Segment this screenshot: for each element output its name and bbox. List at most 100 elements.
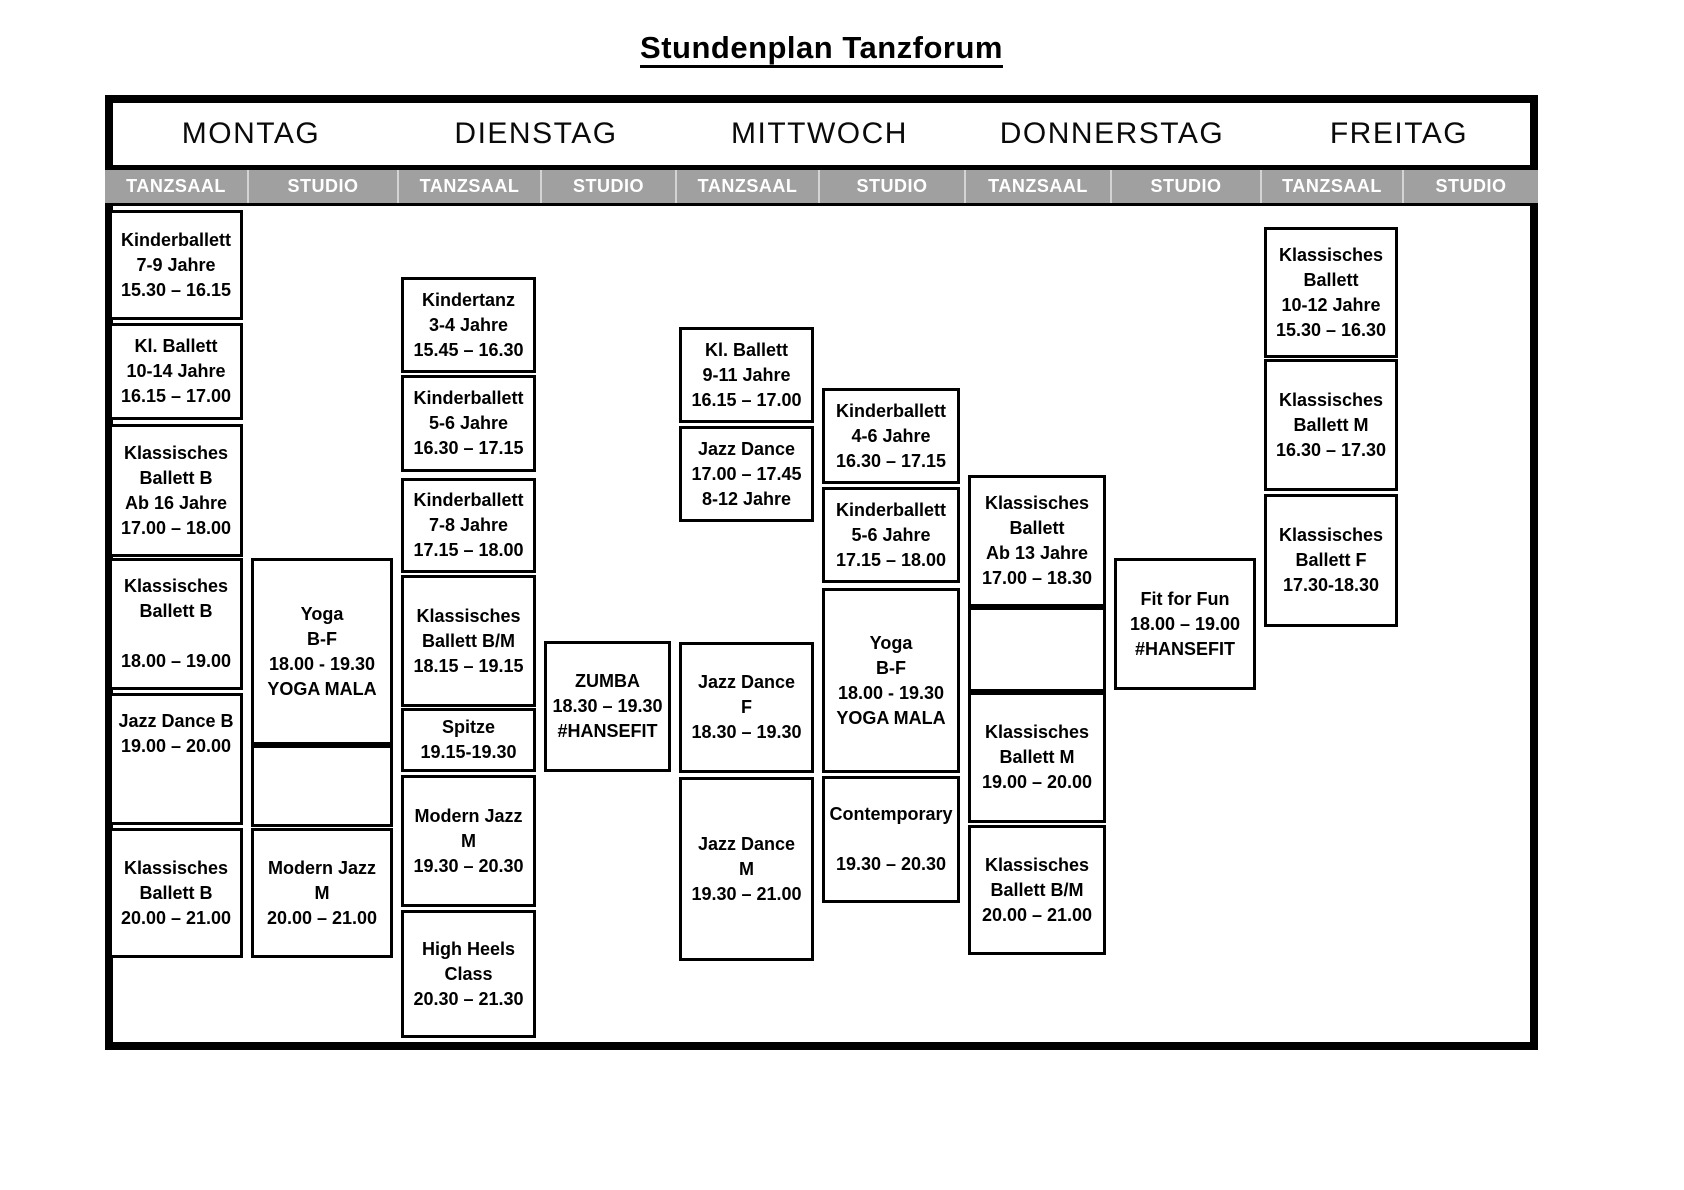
event-line: 16.30 – 17.15 [835, 450, 947, 471]
event-line: 17.30-18.30 [1282, 575, 1380, 595]
event-line: 17.00 – 18.30 [981, 568, 1093, 588]
event-line: 18.00 – 19.00 [1129, 613, 1241, 634]
event-line: 19.00 – 20.00 [981, 772, 1093, 792]
event-line: 3-4 Jahre [428, 314, 509, 335]
event-line: Modern Jazz [267, 857, 377, 878]
event-line: 7-9 Jahre [136, 254, 216, 275]
event-line: 5-6 Jahre [428, 413, 509, 433]
event-line: Klassisches [984, 493, 1090, 513]
day-header-cell-montag: MONTAG [181, 117, 321, 150]
event-line: M [461, 830, 476, 851]
room-bar-bottom-line [105, 203, 1538, 206]
event-line: ZUMBA [575, 671, 640, 691]
event-line: Ballett B [139, 467, 213, 488]
event-line: Ballett M [999, 747, 1075, 767]
event-line: Yoga [300, 603, 344, 624]
event-line: Kinderballett [835, 499, 946, 520]
event-line: Klassisches [123, 857, 229, 878]
room-header-cell-tanzsaal-0: TANZSAAL [105, 170, 247, 203]
event-line: 19.00 – 20.00 [120, 736, 232, 756]
event-line: 10-12 Jahre [1281, 294, 1381, 315]
event-line: Kindertanz [421, 289, 515, 310]
event-line: Kinderballett [835, 400, 946, 421]
room-header-cell-tanzsaal-8: TANZSAAL [1260, 170, 1402, 203]
event-line: 19.30 – 21.00 [691, 883, 802, 904]
empty-slot-box [251, 745, 393, 827]
room-header-cell-studio-9: STUDIO [1402, 170, 1538, 203]
event-line [173, 784, 178, 809]
event-line: Klassisches [984, 722, 1090, 742]
event-line: Ballett [1303, 269, 1359, 290]
event-line: Ab 16 Jahre [124, 492, 228, 513]
event-line: Contemporary [829, 804, 953, 824]
event-line: 16.15 – 17.00 [120, 386, 232, 406]
event-line: 15.30 – 16.30 [1275, 319, 1387, 340]
day-header-cell-freitag: FREITAG [1329, 117, 1469, 150]
event-line: B-F [876, 657, 906, 678]
event-line: YOGA MALA [267, 678, 377, 699]
event-line: 15.45 – 16.30 [413, 339, 524, 360]
event-line: 20.00 – 21.00 [981, 904, 1093, 925]
event-line: Klassisches [1278, 389, 1384, 410]
event-line: Jazz Dance [697, 672, 796, 692]
event-line: Kinderballett [120, 229, 231, 250]
event-line: 19.30 – 20.30 [413, 855, 524, 876]
header-divider [105, 165, 1538, 170]
event-line: Ballett M [1293, 414, 1369, 435]
event-line: Klassisches [416, 605, 521, 626]
event-line [888, 827, 893, 852]
event-line: 16.30 – 17.15 [413, 438, 524, 458]
room-header-cell-studio-3: STUDIO [540, 170, 675, 203]
event-line: 18.15 – 19.15 [413, 655, 524, 676]
event-line: 16.30 – 17.30 [1275, 439, 1387, 460]
page-title: Stundenplan Tanzforum [640, 30, 1003, 65]
event-line: 20.00 – 21.00 [266, 907, 378, 928]
event-line: Yoga [869, 632, 913, 653]
event-line: 19.15-19.30 [420, 742, 517, 762]
event-line: Klassisches [123, 576, 229, 596]
event-line: M [739, 858, 754, 879]
event-line: B-F [307, 628, 337, 649]
event-line [173, 759, 178, 784]
event-box: Kindertanz 3-4 Jahre 15.45 – 16.30 [401, 277, 536, 373]
day-header-cell-mittwoch: MITTWOCH [731, 117, 908, 150]
event-line: Klassisches [1278, 244, 1384, 265]
event-line: Kl. Ballett [134, 336, 218, 356]
event-line: Klassisches [1278, 525, 1384, 545]
event-box: Contemporary 19.30 – 20.30 [822, 776, 960, 903]
event-line: 18.30 – 19.30 [552, 696, 663, 716]
event-line: 4-6 Jahre [851, 425, 931, 446]
event-line: 17.15 – 18.00 [413, 540, 524, 560]
room-header-cell-tanzsaal-2: TANZSAAL [397, 170, 540, 203]
event-line: 18.00 - 19.30 [837, 682, 945, 703]
room-header-cell-studio-1: STUDIO [247, 170, 397, 203]
event-line [173, 624, 178, 649]
event-line: M [314, 882, 330, 903]
event-line: Modern Jazz [414, 805, 523, 826]
event-line: High Heels [421, 938, 516, 959]
event-line: 8-12 Jahre [701, 488, 792, 509]
event-line: 5-6 Jahre [851, 524, 931, 545]
event-line: 18.00 - 19.30 [268, 653, 376, 674]
event-line: Kl. Ballett [704, 339, 788, 360]
event-line: Klassisches [984, 854, 1090, 875]
